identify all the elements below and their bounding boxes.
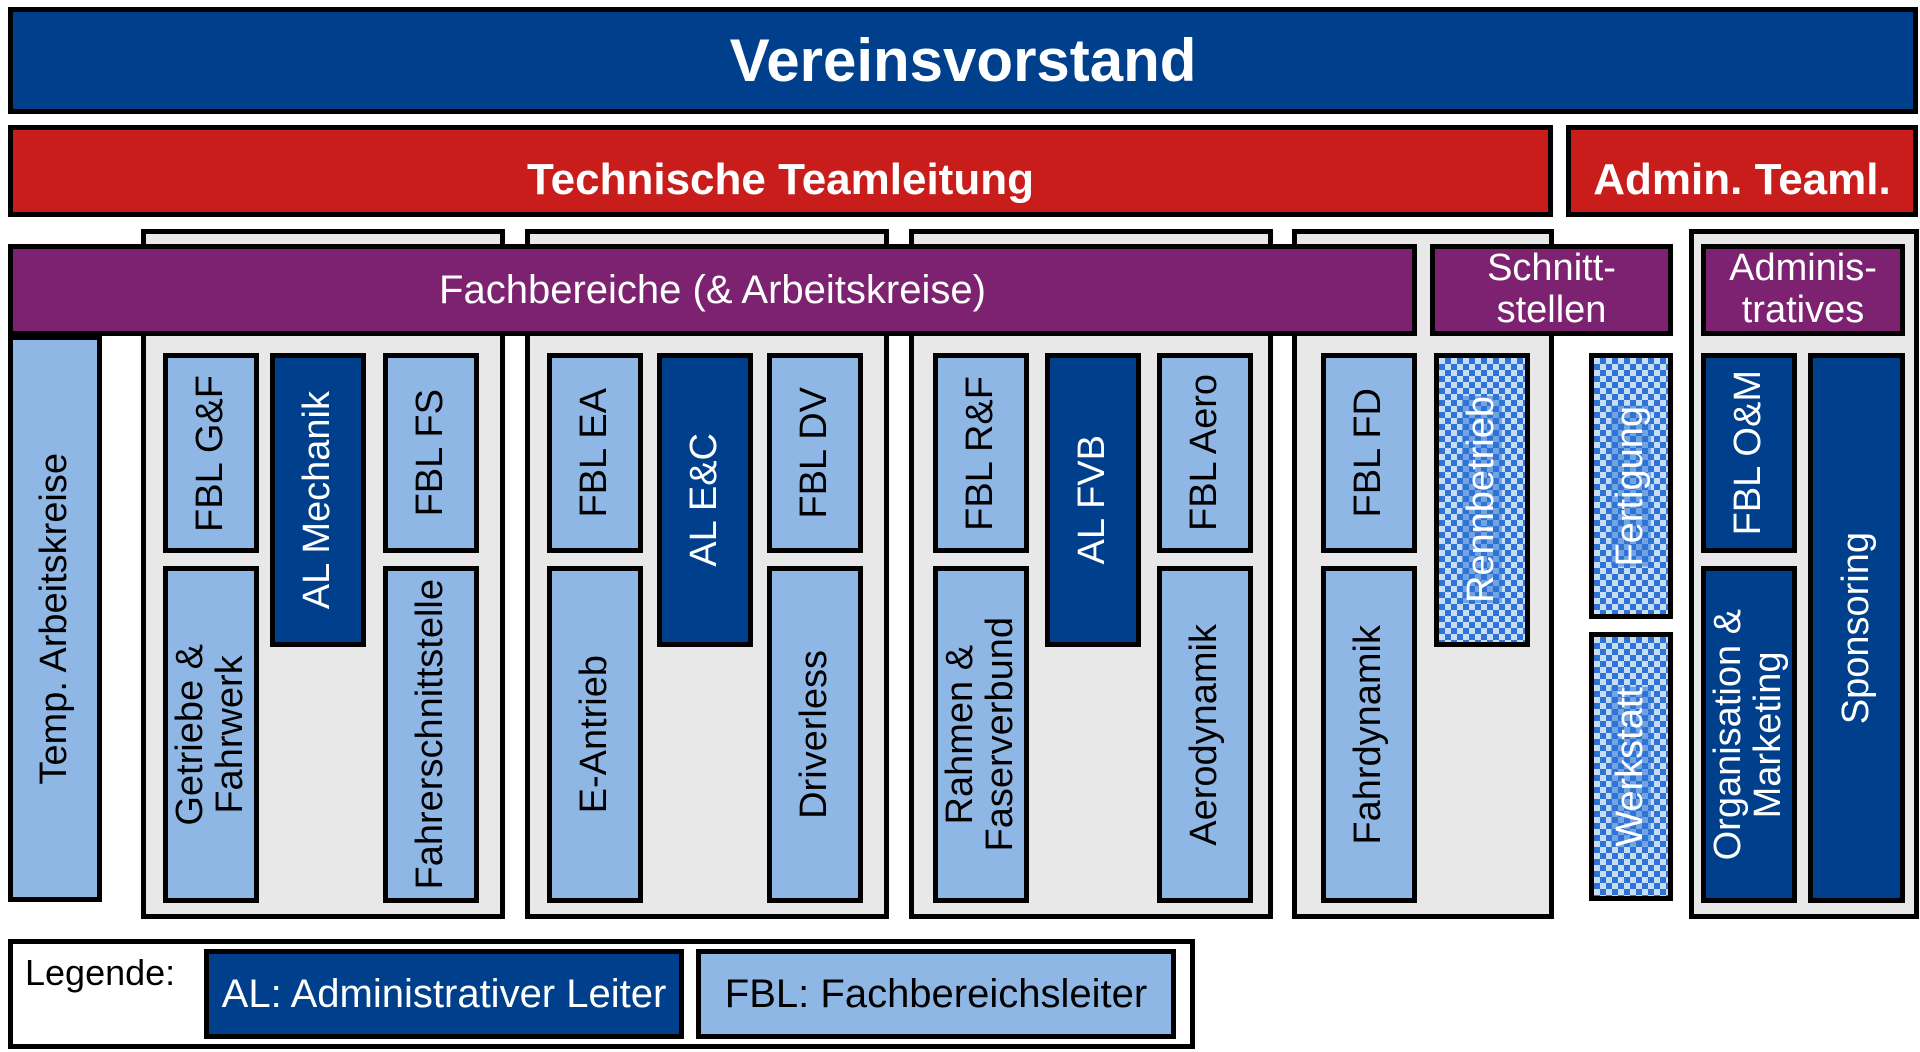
rennbetrieb-label: Rennbetrieb [1460, 396, 1503, 604]
fbl-fs-label: FBL FS [409, 389, 452, 517]
fbl-gf-box: FBL G&F [163, 353, 259, 553]
legend-title: Legende: [25, 952, 176, 993]
fbl-fd-box: FBL FD [1321, 353, 1417, 553]
legend-al-box: AL: Administrativer Leiter [204, 949, 684, 1039]
fbl-om-box: FBL O&M [1701, 353, 1797, 553]
fbl-gf-label: FBL G&F [189, 374, 232, 532]
schnittstellen-label-line2: stellen [1496, 289, 1607, 331]
fbl-dv-label: FBL DV [793, 387, 836, 519]
rahmen-faserverbund-box: Rahmen & Faserverbund [933, 566, 1029, 903]
getriebe-fahrwerk-line2: Fahrwerk [209, 655, 251, 814]
organisation-marketing-line1: Organisation & [1707, 608, 1750, 861]
administratives-label-line2: tratives [1741, 289, 1865, 331]
technische-teamleitung-box: Technische Teamleitung [8, 125, 1553, 217]
admin-teamleitung-box: Admin. Teaml. [1566, 125, 1918, 217]
rahmen-faserverbund-line2: Faserverbund [979, 617, 1021, 852]
fbl-rf-label: FBL R&F [959, 375, 1002, 531]
aerodynamik-label: Aerodynamik [1183, 623, 1226, 846]
legend-fbl-label: FBL: Fachbereichsleiter [724, 972, 1148, 1016]
legend-al-label: AL: Administrativer Leiter [221, 972, 667, 1016]
fbl-rf-box: FBL R&F [933, 353, 1029, 553]
fahrerschnittstelle-box: Fahrerschnittstelle [383, 566, 479, 903]
fachbereiche-label: Fachbereiche (& Arbeitskreise) [439, 268, 986, 312]
vereinsvorstand-label: Vereinsvorstand [729, 27, 1197, 94]
organisation-marketing-box: Organisation & Marketing [1701, 566, 1797, 903]
rahmen-faserverbund-line1: Rahmen & [939, 644, 982, 825]
al-ec-label: AL E&C [683, 433, 726, 567]
fahrdynamik-box: Fahrdynamik [1321, 566, 1417, 903]
fbl-om-label: FBL O&M [1727, 370, 1770, 536]
fertigung-label: Fertigung [1609, 405, 1652, 567]
fahrdynamik-label: Fahrdynamik [1347, 624, 1390, 845]
vereinsvorstand-box: Vereinsvorstand [8, 7, 1918, 114]
fbl-ea-box: FBL EA [547, 353, 643, 553]
werkstatt-label: Werkstatt [1609, 686, 1652, 847]
fertigung-box: Fertigung [1589, 353, 1673, 619]
rennbetrieb-box: Rennbetrieb [1434, 353, 1530, 647]
getriebe-fahrwerk-box: Getriebe & Fahrwerk [163, 566, 259, 903]
legend-fbl-box: FBL: Fachbereichsleiter [696, 949, 1176, 1039]
al-fvb-box: AL FVB [1045, 353, 1141, 647]
technische-teamleitung-label: Technische Teamleitung [527, 155, 1034, 205]
schnittstellen-bar: Schnitt- stellen [1430, 244, 1673, 336]
temp-arbeitskreise-label: Temp. Arbeitskreise [33, 452, 76, 785]
administratives-label-line1: Adminis- [1729, 247, 1877, 290]
driverless-label: Driverless [793, 650, 836, 819]
aerodynamik-box: Aerodynamik [1157, 566, 1253, 903]
al-fvb-label: AL FVB [1071, 435, 1114, 565]
organisation-marketing-line2: Marketing [1747, 651, 1789, 818]
fbl-aero-box: FBL Aero [1157, 353, 1253, 553]
fbl-ea-label: FBL EA [573, 388, 616, 518]
al-mechanik-label: AL Mechanik [296, 390, 339, 610]
fbl-fs-box: FBL FS [383, 353, 479, 553]
fbl-dv-box: FBL DV [767, 353, 863, 553]
fachbereiche-bar: Fachbereiche (& Arbeitskreise) [8, 244, 1417, 336]
sponsoring-box: Sponsoring [1808, 353, 1905, 903]
fbl-fd-label: FBL FD [1347, 388, 1390, 518]
driverless-box: Driverless [767, 566, 863, 903]
al-mechanik-box: AL Mechanik [270, 353, 366, 647]
e-antrieb-box: E-Antrieb [547, 566, 643, 903]
al-ec-box: AL E&C [657, 353, 753, 647]
admin-teamleitung-label: Admin. Teaml. [1593, 155, 1891, 205]
fahrerschnittstelle-label: Fahrerschnittstelle [409, 579, 452, 890]
sponsoring-label: Sponsoring [1834, 531, 1877, 725]
fbl-aero-label: FBL Aero [1183, 374, 1226, 532]
temp-arbeitskreise-box: Temp. Arbeitskreise [8, 335, 102, 902]
getriebe-fahrwerk-line1: Getriebe & [169, 643, 212, 826]
e-antrieb-label: E-Antrieb [573, 655, 616, 814]
werkstatt-box: Werkstatt [1589, 632, 1673, 901]
administratives-bar: Adminis- tratives [1701, 244, 1905, 336]
schnittstellen-label-line1: Schnitt- [1487, 247, 1616, 290]
